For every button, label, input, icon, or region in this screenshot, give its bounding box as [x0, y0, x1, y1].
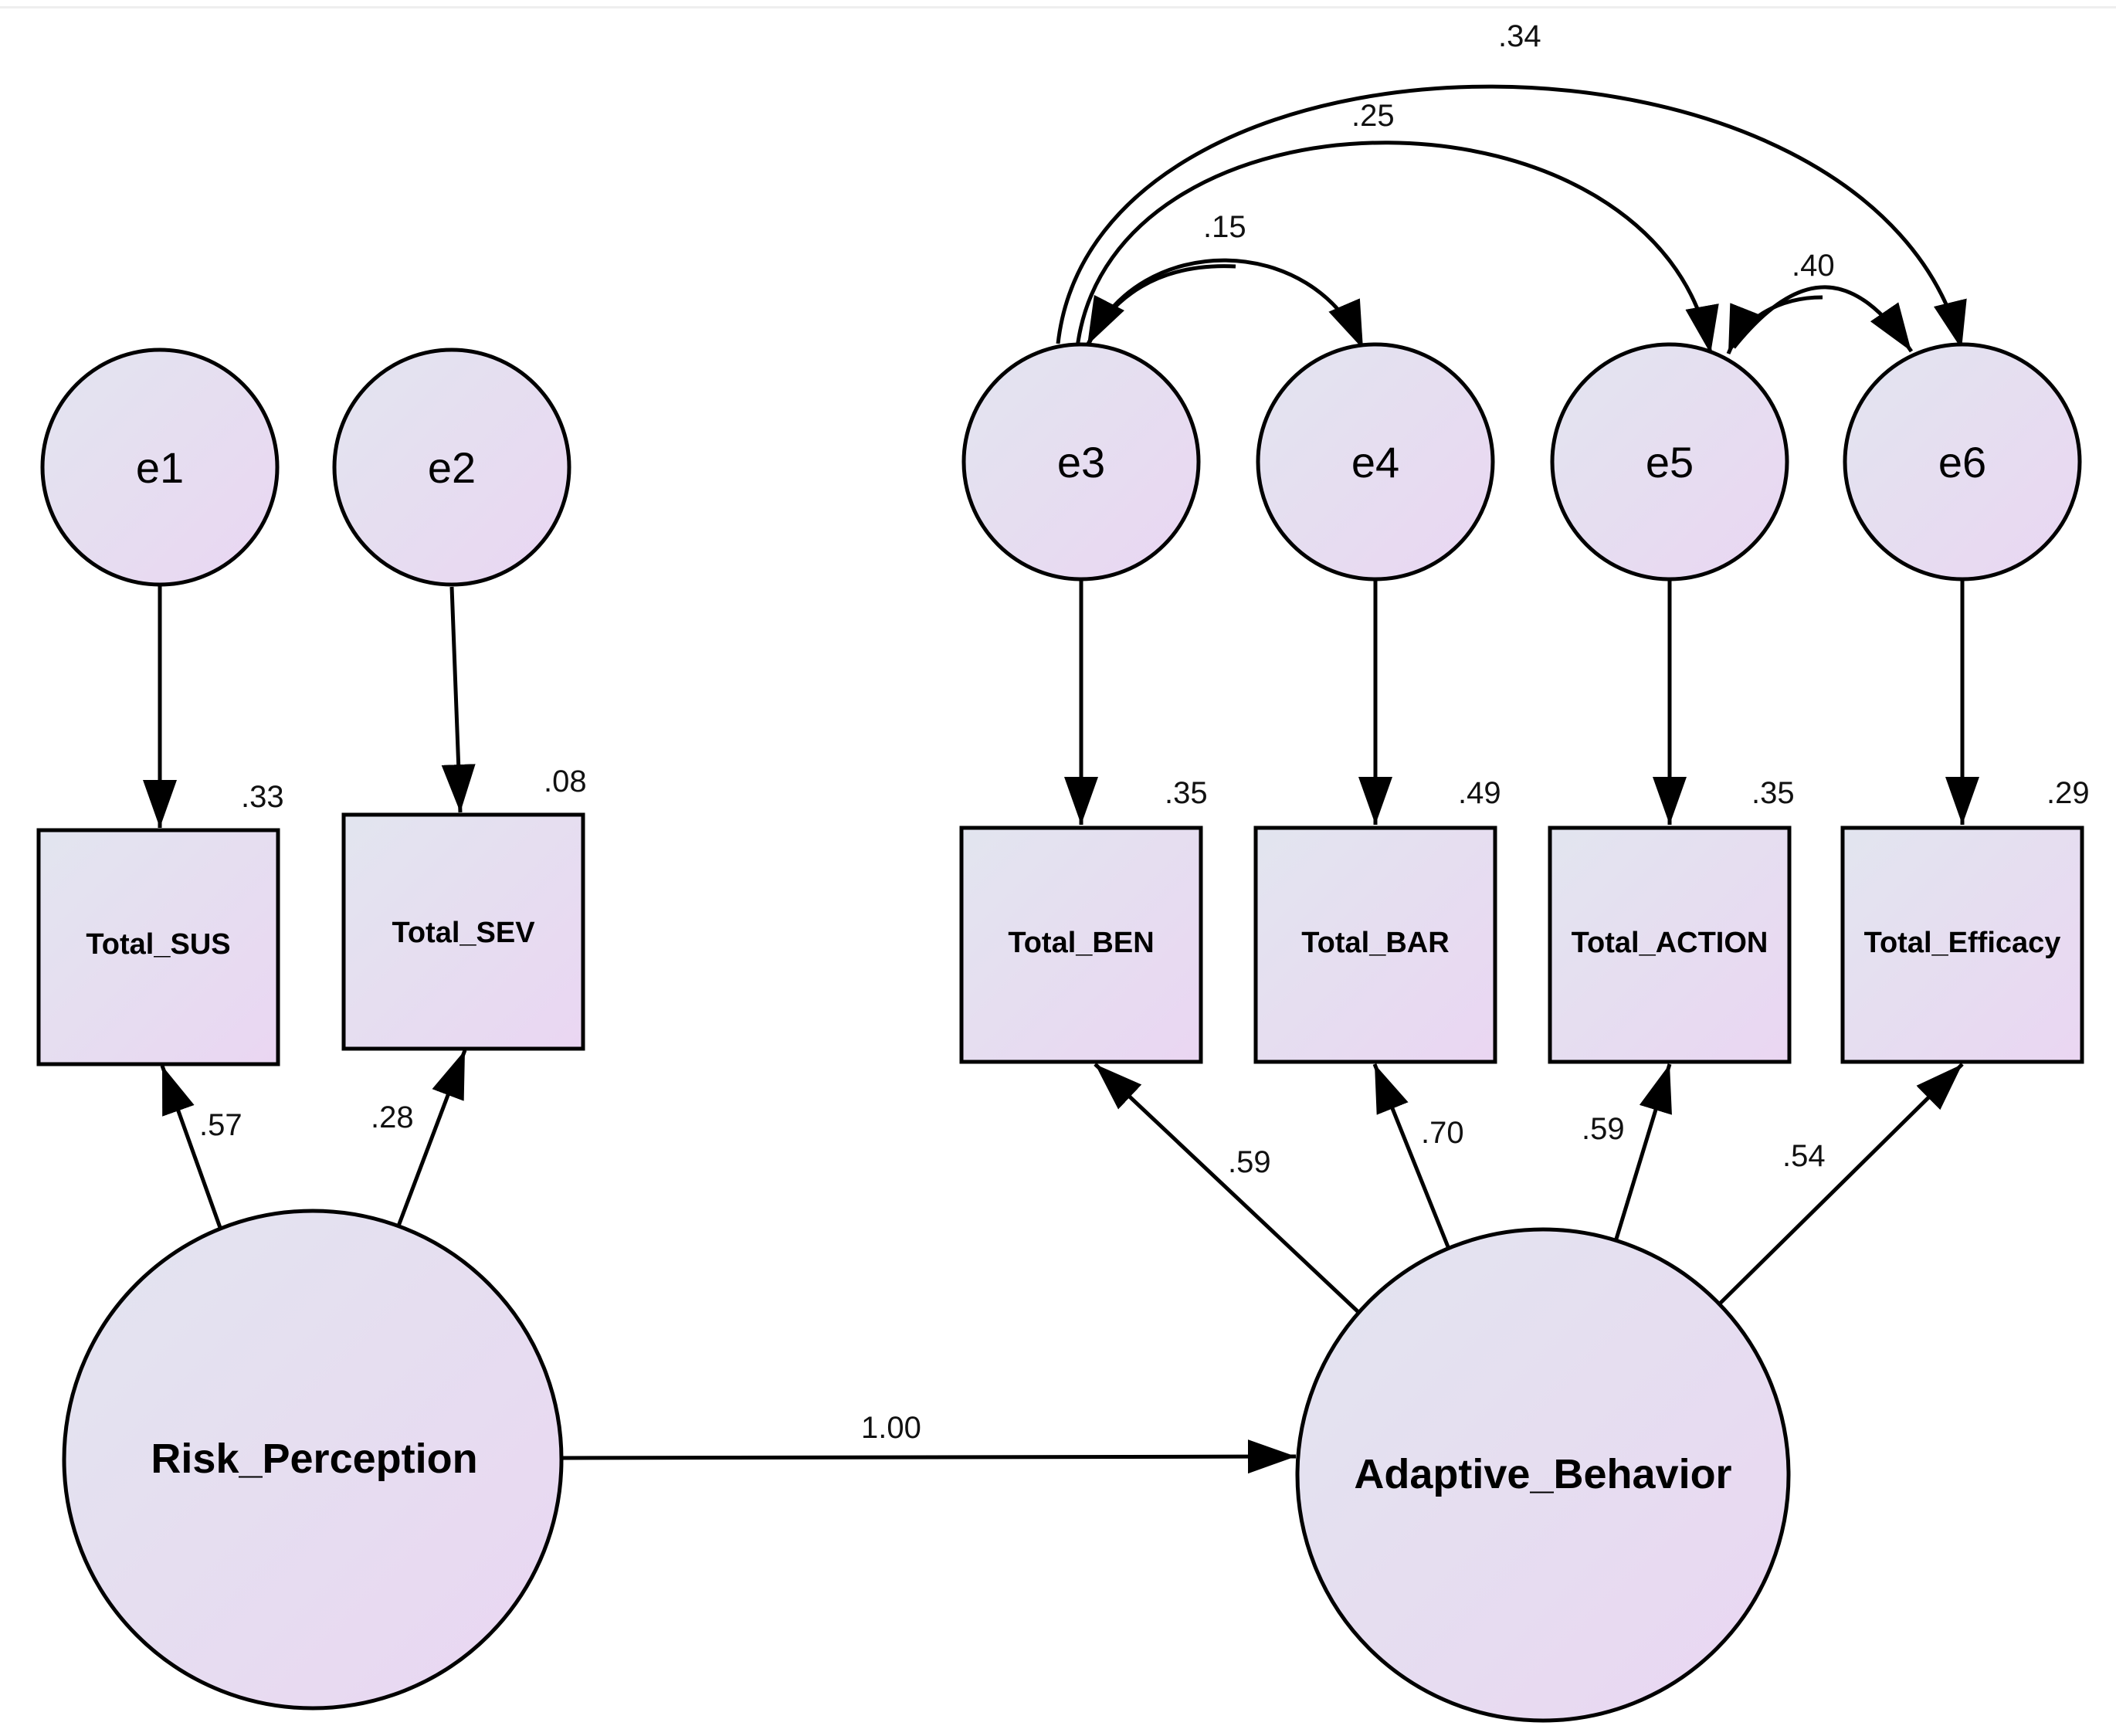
- top-border-line: [0, 6, 2116, 8]
- covariance-arc-e6-e5-head: [1726, 295, 1823, 354]
- path-risk-sev: [393, 1049, 467, 1235]
- node-labels: e1 e2 e3 e4 e5 e6 Total_SUS Total_SEV To…: [86, 438, 2060, 1497]
- path-e2-sev: [441, 586, 476, 813]
- indicator-box-action: [1548, 826, 1792, 1064]
- covariance-arc-e3-e4: [1087, 258, 1365, 350]
- indicator-label-sev: Total_SEV: [392, 917, 535, 949]
- r2-efficacy: .29: [2046, 776, 2090, 810]
- indicator-box-sev: [341, 812, 585, 1051]
- latent-circle-adaptive-behavior: [1295, 1227, 1791, 1723]
- path-risk-to-adaptive: [559, 1439, 1297, 1474]
- error-circle-e3: [961, 342, 1201, 581]
- loading-labels: .57 .28 .59 .70 .59 .54 1.00: [199, 1100, 1826, 1445]
- error-terms: [40, 342, 2082, 587]
- indicator-box-sus: [36, 828, 280, 1066]
- path-adaptive-bar: [1372, 1063, 1453, 1253]
- error-label-e5: e5: [1646, 438, 1694, 487]
- error-label-e2: e2: [428, 443, 476, 492]
- loading-sev: .28: [371, 1100, 414, 1134]
- indicator-box-efficacy: [1840, 826, 2084, 1064]
- r-squared-labels: .33 .08 .35 .49 .35 .29: [241, 765, 2090, 814]
- error-circle-e5: [1550, 342, 1789, 581]
- loading-efficacy: .54: [1782, 1139, 1826, 1173]
- loading-paths: [160, 1049, 1964, 1314]
- indicator-label-bar: Total_BAR: [1301, 927, 1449, 959]
- indicator-label-action: Total_ACTION: [1572, 927, 1768, 959]
- covariance-arc-e3-e5: [1075, 141, 1719, 354]
- r2-bar: .49: [1458, 776, 1501, 810]
- loading-ben: .59: [1228, 1145, 1271, 1179]
- loading-bar: .70: [1421, 1116, 1464, 1150]
- latent-circle-risk-perception: [62, 1209, 564, 1711]
- indicator-box-bar: [1253, 826, 1497, 1064]
- indicator-boxes: [36, 812, 2084, 1066]
- error-circle-e4: [1256, 342, 1495, 581]
- covariance-arc-e3-e6: [1056, 84, 1967, 350]
- path-risk-sus: [160, 1065, 225, 1235]
- indicator-label-efficacy: Total_Efficacy: [1864, 927, 2061, 959]
- error-circle-e2: [332, 348, 571, 587]
- covariance-arcs: [1056, 84, 1967, 354]
- cov-e3-e6: .34: [1498, 19, 1541, 53]
- path-adaptive-ben: [1094, 1063, 1361, 1314]
- indicator-label-ben: Total_BEN: [1008, 927, 1154, 959]
- indicator-label-sus: Total_SUS: [86, 928, 230, 961]
- r2-action: .35: [1751, 776, 1795, 810]
- cov-e5-e6: .40: [1792, 249, 1835, 283]
- structural-risk-to-adaptive: 1.00: [861, 1411, 921, 1445]
- error-label-e1: e1: [136, 443, 184, 492]
- error-label-e6: e6: [1938, 438, 1986, 487]
- path-adaptive-efficacy: [1717, 1063, 1964, 1307]
- latent-label-adaptive-behavior: Adaptive_Behavior: [1354, 1451, 1731, 1497]
- path-adaptive-action: [1612, 1063, 1672, 1247]
- error-circle-e1: [40, 348, 280, 587]
- r2-sev: .08: [544, 765, 587, 798]
- error-label-e4: e4: [1351, 438, 1399, 487]
- loading-sus: .57: [199, 1108, 242, 1142]
- loading-action: .59: [1582, 1112, 1625, 1146]
- error-paths: [143, 579, 1979, 828]
- r2-ben: .35: [1165, 776, 1208, 810]
- error-label-e3: e3: [1057, 438, 1105, 487]
- error-circle-e6: [1843, 342, 2082, 581]
- r2-sus: .33: [241, 780, 284, 814]
- covariance-arc-e4-e3-head: [1085, 264, 1236, 347]
- latent-variables: [62, 1209, 1791, 1723]
- covariance-labels: .34 .25 .15 .40: [1203, 19, 1835, 283]
- latent-label-risk-perception: Risk_Perception: [151, 1436, 477, 1482]
- cov-e3-e4: .15: [1203, 210, 1246, 244]
- cov-e3-e5: .25: [1351, 99, 1395, 133]
- indicator-box-ben: [959, 826, 1203, 1064]
